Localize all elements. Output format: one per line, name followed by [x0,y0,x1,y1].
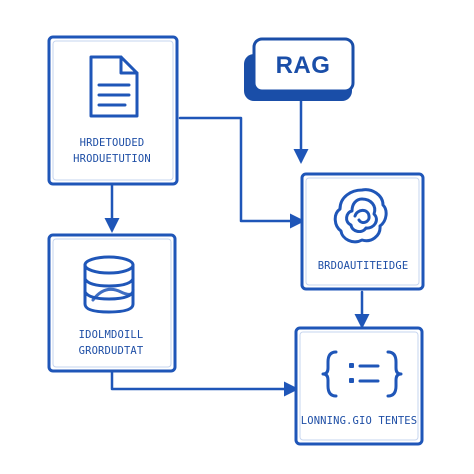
document-node-label-line-1: HRDETOUDED [80,137,145,149]
connector-document-to-brain [178,116,305,229]
brain-node-label: BRDOAUTITEIDGE [318,260,409,272]
document-node-label-line-2: HRODUETUTION [73,153,151,165]
database-node-label-line-1: IDOLMDOILL [79,329,144,341]
database-stack-icon [83,255,135,314]
rag-badge: RAG [244,37,355,101]
document-node-inner-frame [52,40,174,181]
rag-badge-frame [252,37,355,93]
connectors [104,96,370,397]
brain-node-inner-frame [305,177,420,286]
output-node-label: LONNING.GIO TENTES [301,415,418,427]
database-node-inner-frame [52,238,172,368]
document-icon [89,55,139,118]
document-node-frame [47,35,179,186]
database-node-frame [47,233,177,373]
database-node: IDOLMDOILL GRORDUDTAT [47,233,177,373]
rag-badge-label: RAG [276,52,331,79]
output-node: LONNING.GIO TENTES [294,326,424,446]
output-node-inner-frame [299,331,419,441]
database-node-label-line-2: GRORDUDTAT [79,345,144,357]
code-braces-icon [321,350,403,398]
document-node: HRDETOUDED HRODUETUTION [47,35,179,186]
brain-node: BRDOAUTITEIDGE [300,172,425,291]
connector-database-to-output [110,370,299,397]
neural-knot-icon [333,188,388,244]
